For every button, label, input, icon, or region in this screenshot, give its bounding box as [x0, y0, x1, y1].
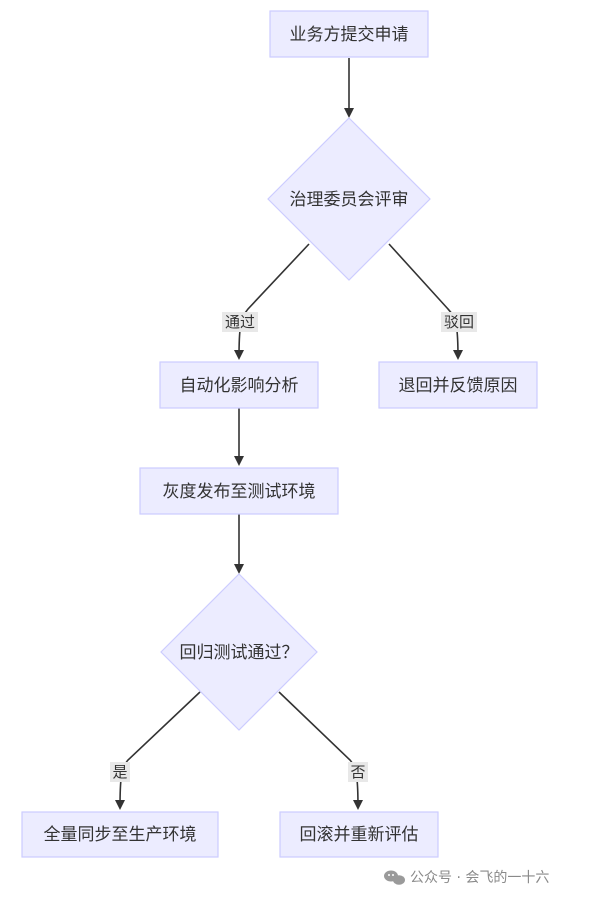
edge-regression-to-sync: [115, 691, 201, 810]
wechat-icon: [384, 870, 405, 885]
node-committee-label: 治理委员会评审: [290, 190, 409, 210]
node-analysis-label: 自动化影响分析: [180, 376, 299, 396]
node-reject-label: 退回并反馈原因: [399, 376, 518, 396]
edge-regression-to-rollback: [278, 691, 363, 810]
edge-label-reject-text: 驳回: [444, 313, 474, 331]
node-gray-release[interactable]: 灰度发布至测试环境: [139, 467, 339, 515]
node-sync[interactable]: 全量同步至生产环境: [21, 811, 219, 858]
node-regression-decision[interactable]: 回归测试通过？: [160, 573, 318, 731]
node-submit[interactable]: 业务方提交申请: [269, 10, 429, 58]
node-analysis[interactable]: 自动化影响分析: [159, 361, 319, 409]
edge-label-pass: 通过: [222, 312, 258, 332]
edge-committee-to-analysis: [234, 243, 310, 360]
edge-committee-to-reject: [388, 243, 463, 360]
watermark-text: 公众号 · 会飞的一十六: [410, 870, 549, 886]
watermark: 公众号 · 会飞的一十六: [384, 870, 549, 886]
edge-label-pass-text: 通过: [225, 313, 255, 331]
edge-label-no-text: 否: [350, 763, 365, 781]
edge-label-yes-text: 是: [112, 763, 127, 781]
node-committee-decision[interactable]: 治理委员会评审: [267, 117, 431, 281]
node-sync-label: 全量同步至生产环境: [44, 825, 197, 845]
edge-label-yes: 是: [110, 762, 130, 782]
node-reject[interactable]: 退回并反馈原因: [378, 361, 538, 409]
edge-label-reject: 驳回: [441, 312, 477, 332]
edge-label-no: 否: [348, 762, 368, 782]
node-gray-label: 灰度发布至测试环境: [163, 482, 316, 502]
node-rollback-label: 回滚并重新评估: [300, 825, 419, 845]
edges: [115, 58, 463, 810]
node-rollback[interactable]: 回滚并重新评估: [279, 811, 439, 858]
node-submit-label: 业务方提交申请: [290, 25, 409, 45]
node-regression-label: 回归测试通过？: [180, 643, 299, 663]
